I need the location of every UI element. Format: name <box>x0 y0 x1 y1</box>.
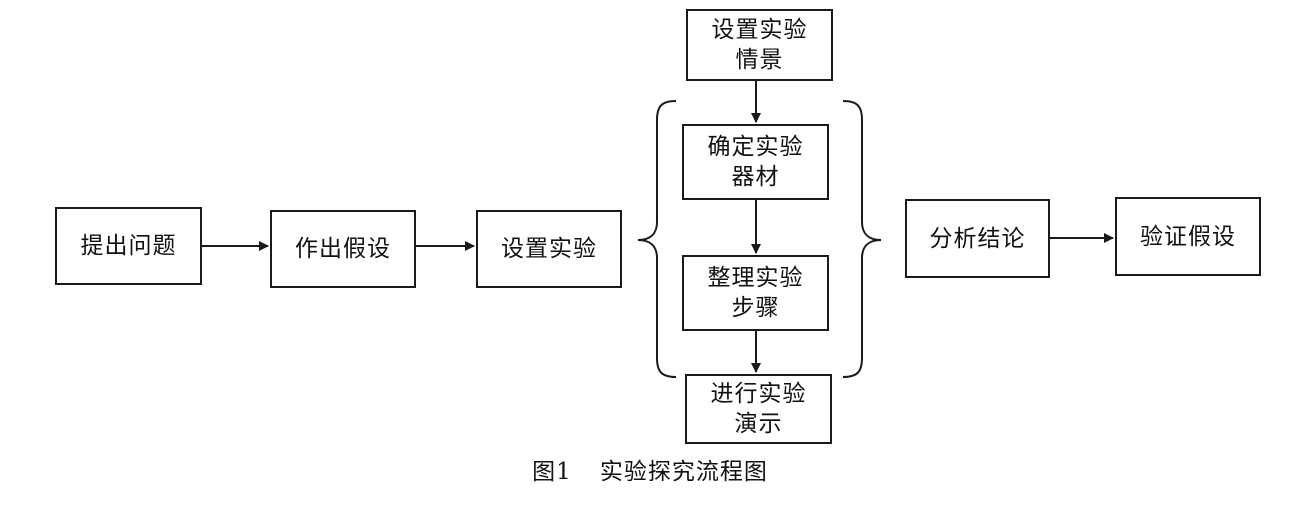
node-label-line-1: 进行实验 <box>710 381 807 407</box>
node-label-line-1: 确定实验 <box>707 134 804 160</box>
figure-number: 图1 <box>532 459 572 485</box>
node-label: 分析结论 <box>929 225 1026 252</box>
node-label-line-2: 演示 <box>734 411 783 437</box>
node-label-line-2: 器材 <box>731 164 780 190</box>
figure-caption: 图1 实验探究流程图 <box>0 452 1300 486</box>
node-arrange-steps: 整理实验 步骤 <box>682 255 829 331</box>
node-label: 提出问题 <box>80 233 177 259</box>
node-label-line-2: 情景 <box>735 47 784 73</box>
figure-title: 实验探究流程图 <box>599 459 768 485</box>
node-design-experiment: 设置实验 <box>476 210 622 288</box>
node-label-line-1: 设置实验 <box>711 17 808 43</box>
node-conduct-demo: 进行实验 演示 <box>685 374 832 444</box>
node-label-line-1: 整理实验 <box>707 265 804 291</box>
node-label-line-2: 步骤 <box>731 295 780 321</box>
left-curly-brace <box>637 100 677 378</box>
node-set-scene: 设置实验 情景 <box>686 9 833 81</box>
node-label: 验证假设 <box>1140 223 1236 250</box>
node-determine-equipment: 确定实验 器材 <box>682 124 829 200</box>
node-make-hypothesis: 作出假设 <box>270 210 416 288</box>
node-analyze-conclusion: 分析结论 <box>905 199 1050 278</box>
node-label: 作出假设 <box>295 236 391 262</box>
node-label: 设置实验 <box>501 236 597 262</box>
node-ask-question: 提出问题 <box>55 207 202 285</box>
node-verify-hypothesis: 验证假设 <box>1115 197 1261 276</box>
right-curly-brace <box>842 100 882 378</box>
